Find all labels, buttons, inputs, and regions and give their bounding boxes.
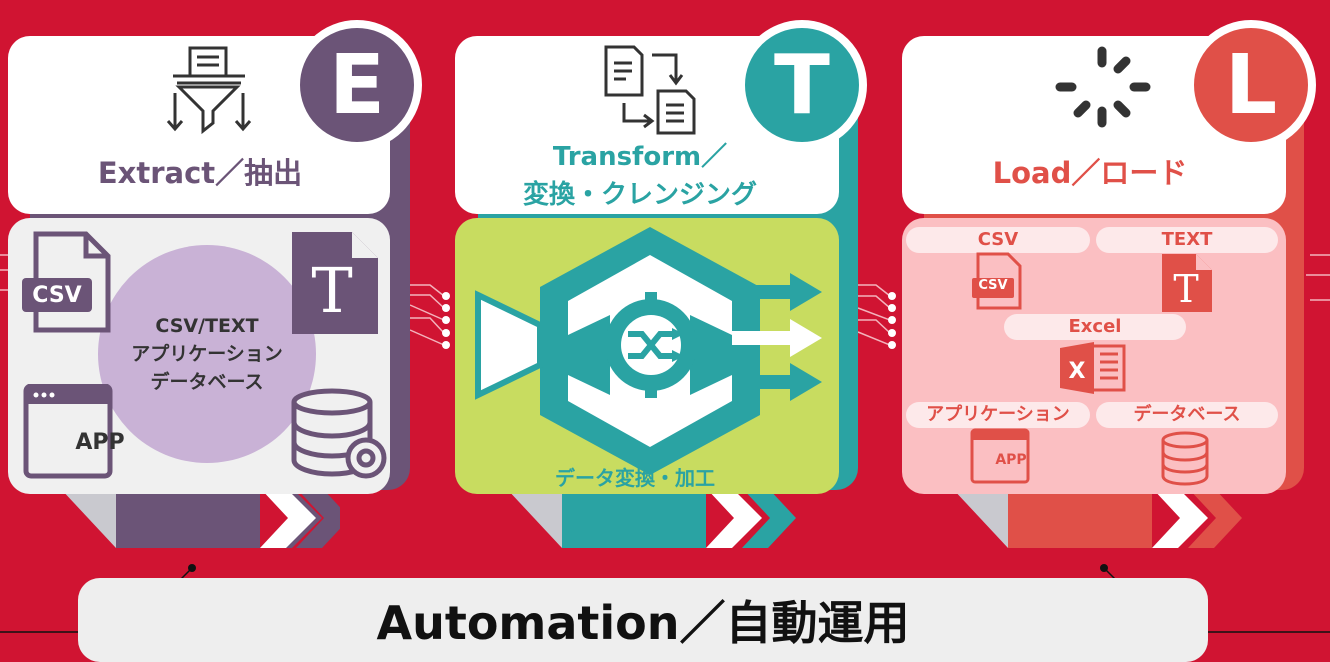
csv-pill: CSV [906,227,1090,253]
center-line-1: CSV/TEXT [155,315,259,337]
excel-pill: Excel [1004,314,1186,340]
transform-title-line2: 変換・クレンジング [522,180,757,210]
document-swap-icon [604,45,696,135]
transform-letter: T [774,37,830,133]
app-pill: アプリケーション [906,402,1090,428]
transform-title: Transform／ 変換・クレンジング [470,138,810,214]
transform-letter-badge: T [737,20,867,150]
svg-text:T: T [1173,267,1198,311]
database-icon [1161,431,1209,486]
extract-letter: E [328,37,385,133]
csv-file-icon [22,231,111,333]
svg-text:X: X [1069,359,1086,384]
load-csv-icon-label: CSV [978,278,1008,293]
automation-bar: Automation／自動運用 [78,578,1208,662]
app-window-icon [970,428,1030,484]
app-window-icon [23,384,113,479]
extract-center-text: CSV/TEXT アプリケーション データベース [98,312,316,396]
load-letter: L [1224,37,1278,133]
text-file-icon: T [1162,254,1212,312]
load-app-icon-label: APP [995,452,1027,468]
excel-icon: X [1060,342,1126,394]
load-title: Load／ロード [992,156,1188,190]
center-line-3: データベース [150,371,264,393]
center-line-2: アプリケーション [131,343,283,365]
transform-caption: データ変換・加工 [555,466,715,490]
svg-text:T: T [311,254,352,327]
text-file-icon: T [292,232,378,334]
csv-file-icon [972,252,1022,310]
load-letter-badge: L [1186,20,1316,150]
extract-title: Extract／抽出 [97,156,303,190]
automation-label: Automation／自動運用 [376,596,910,650]
extract-sources-circle [98,245,316,463]
database-pill: データベース [1096,402,1278,428]
gear-shuffle-icon [598,292,704,398]
extract-letter-badge: E [292,20,422,150]
load-chevron [952,488,1242,548]
transform-chevron [506,488,796,548]
app-icon-label: APP [75,430,125,455]
extract-chevron [60,488,340,548]
transform-title-line1: Transform／ [552,142,728,172]
csv-icon-label: CSV [32,283,82,308]
funnel-document-icon [166,46,252,135]
text-pill: TEXT [1096,227,1278,253]
database-gear-icon [291,388,387,479]
loading-spinner-icon [1055,46,1151,128]
